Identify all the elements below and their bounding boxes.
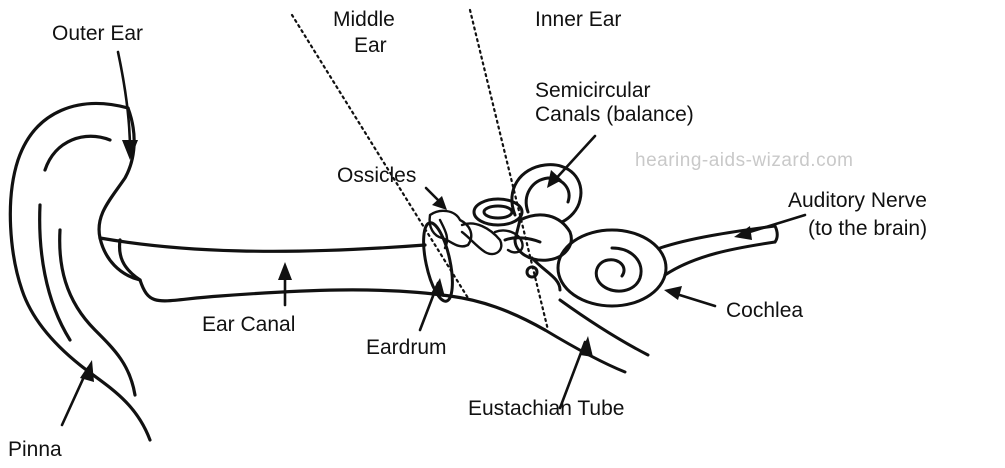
auditory-nerve-label-line1: Auditory Nerve — [788, 189, 927, 213]
ossicles-label: Ossicles — [337, 164, 416, 188]
eustachian-tube-label: Eustachian Tube — [468, 397, 624, 421]
eardrum-label: Eardrum — [366, 336, 447, 360]
division-lines — [292, 10, 548, 330]
auditory-nerve-label-line2: (to the brain) — [808, 217, 927, 241]
middle-ear-label-line1: Middle — [333, 8, 395, 32]
inner-ear-label: Inner Ear — [535, 8, 621, 32]
cochlea-shape — [527, 230, 666, 306]
semicircular-label-line2: Canals (balance) — [535, 103, 694, 127]
outer-ear-label: Outer Ear — [52, 22, 143, 46]
pinna-label: Pinna — [8, 438, 62, 462]
ear-canal-shape — [100, 238, 545, 330]
semicircular-label-line1: Semicircular — [535, 79, 651, 103]
middle-ear-label-line2: Ear — [354, 34, 387, 58]
auditory-nerve-shape — [660, 226, 777, 275]
cochlea-label: Cochlea — [726, 299, 803, 323]
ear-canal-label: Ear Canal — [202, 313, 295, 337]
eustachian-tube-shape — [545, 300, 648, 372]
watermark-text: hearing-aids-wizard.com — [635, 150, 853, 172]
